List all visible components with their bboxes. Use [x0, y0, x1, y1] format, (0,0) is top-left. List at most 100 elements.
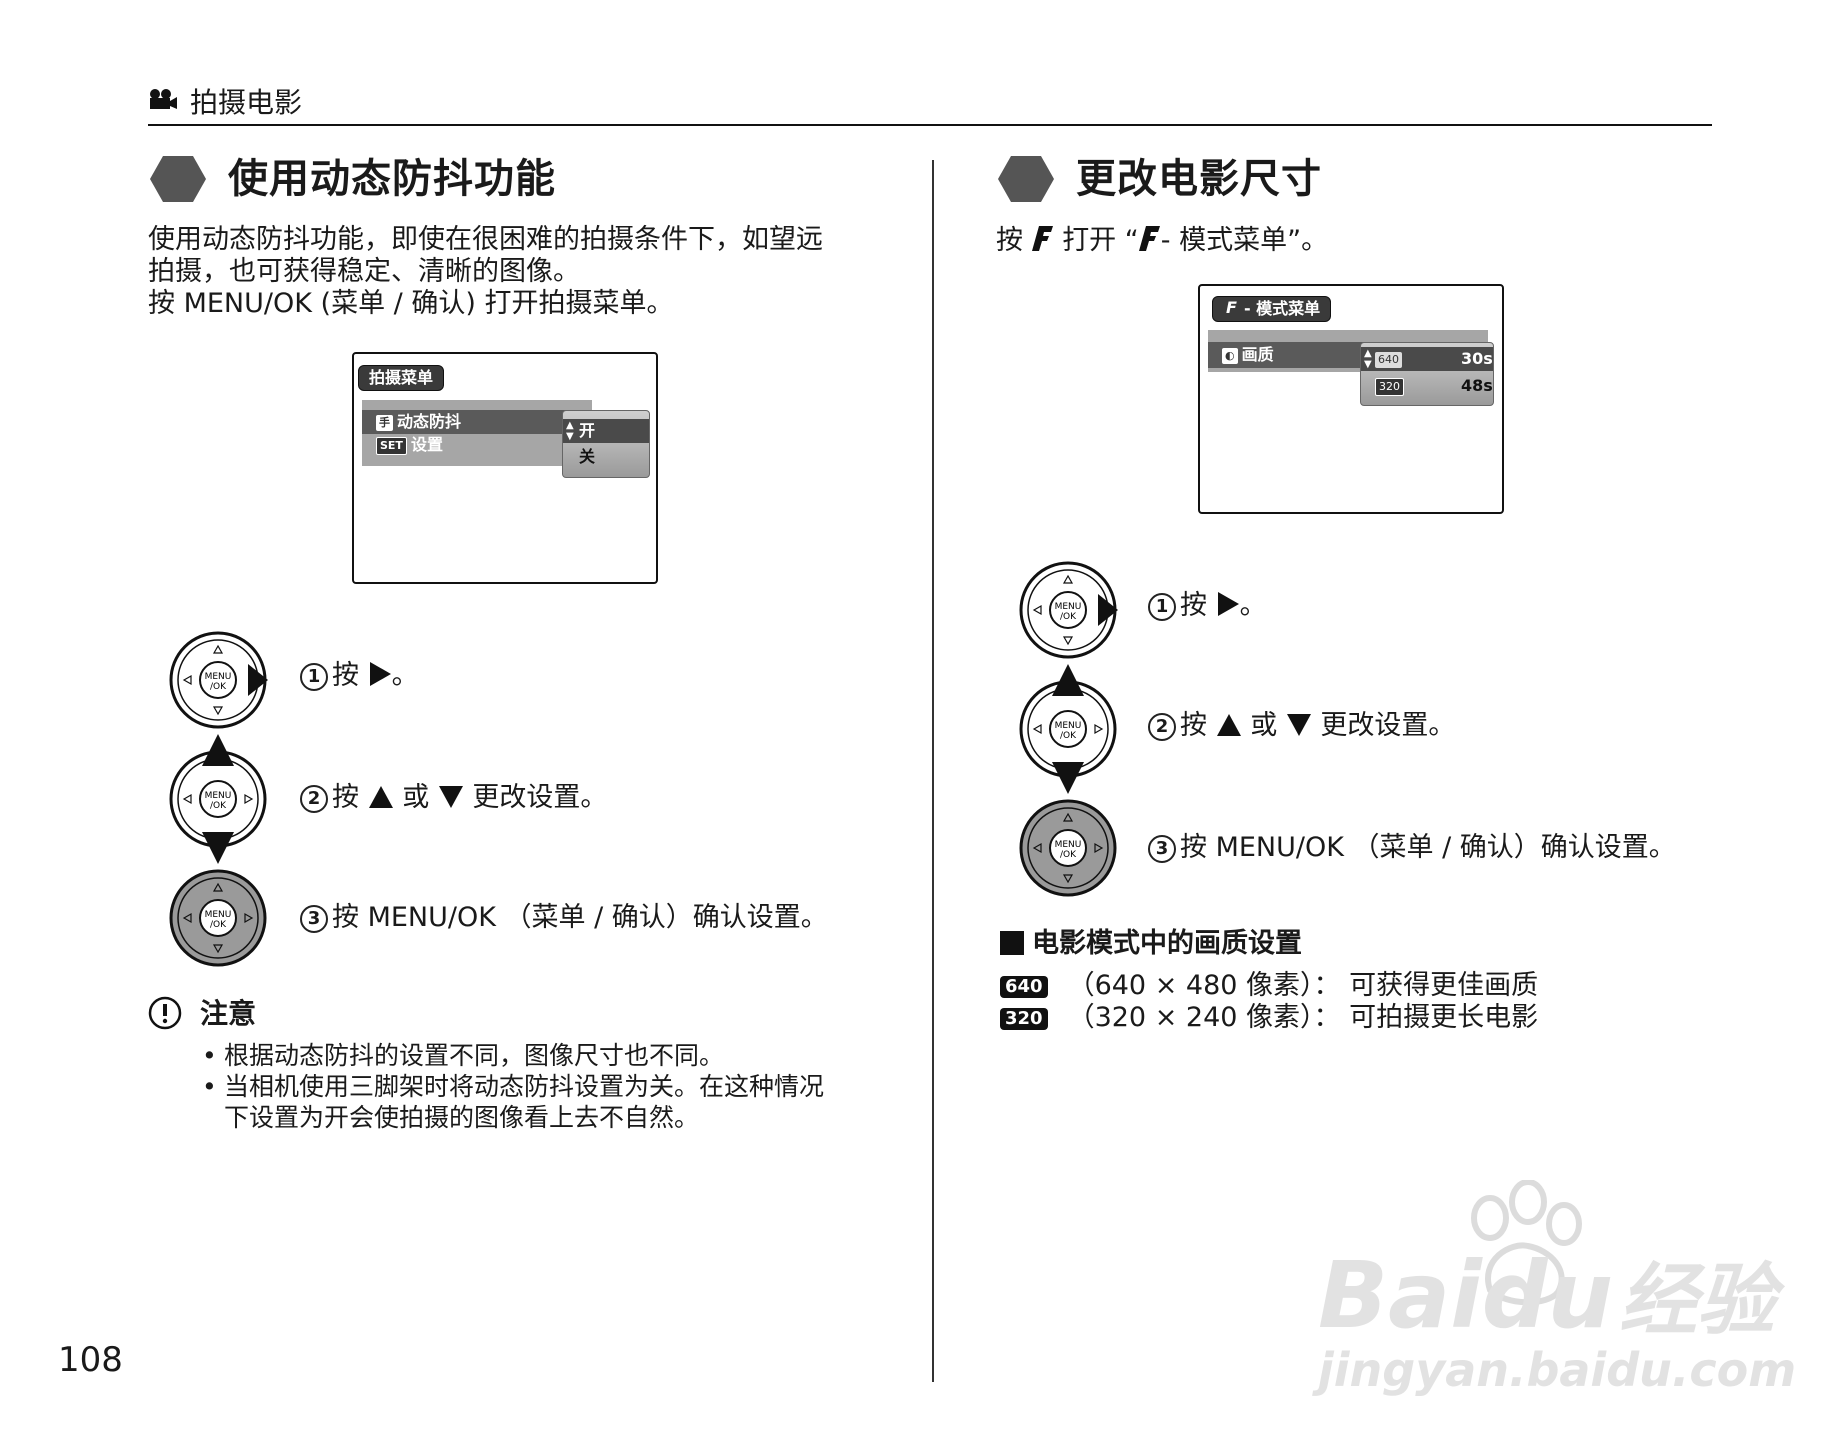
quality-text: （320 × 240 像素）： 可拍摄更长电影	[1067, 1002, 1539, 1033]
dial-label: /OK	[1060, 731, 1077, 741]
watermark-url: jingyan.baidu.com	[1318, 1343, 1797, 1397]
option-640: 640	[1375, 348, 1406, 370]
watermark-brand-text: Baidu	[1318, 1242, 1614, 1349]
header-divider	[148, 124, 1712, 126]
intro-text: 打开 “	[1062, 225, 1139, 256]
tab-label: - 模式菜单	[1243, 299, 1321, 318]
dial-label: /OK	[210, 682, 227, 692]
hand-shake-icon: 手	[376, 415, 393, 431]
quality-text: （640 × 480 像素）： 可获得更佳画质	[1067, 970, 1539, 1001]
step-number: 1	[300, 663, 328, 691]
hexagon-bullet-icon	[998, 156, 1054, 202]
menu-row-label: 设置	[410, 435, 443, 454]
movie-camera-icon	[150, 89, 177, 109]
size-badge: 640	[1375, 352, 1402, 368]
step-text: 按	[1180, 710, 1207, 741]
dial-label: MENU	[205, 910, 232, 920]
f-mode-icon	[1031, 226, 1053, 251]
option-on: 开	[579, 421, 596, 440]
square-bullet-icon	[1000, 931, 1024, 955]
step-text: 按	[332, 782, 359, 813]
f-mode-icon	[1138, 226, 1160, 251]
step-text: 按	[332, 660, 359, 691]
watermark-brand: Baidu经验	[1318, 1248, 1775, 1349]
dial-label: MENU	[205, 672, 232, 682]
intro-line: 按 MENU/OK (菜单 / 确认) 打开拍摄菜单。	[148, 288, 674, 319]
f-mode-menu-screen: F - 模式菜单 ◐画质 ▲▼ 640 30s 320 48s	[1198, 284, 1504, 514]
up-down-arrows-icon: ▲▼	[566, 420, 574, 442]
column-divider	[932, 160, 934, 1382]
right-intro: 按 打开 “- 模式菜单”。	[996, 224, 1328, 257]
f-icon: F	[1226, 298, 1237, 317]
up-down-arrows-icon: ▲▼	[1364, 348, 1372, 370]
note-list: 根据动态防抖的设置不同，图像尺寸也不同。 当相机使用三脚架时将动态防抖设置为关。…	[196, 1040, 896, 1133]
size-badge: 320	[1000, 1008, 1048, 1030]
quality-item-320: 320 （320 × 240 像素）： 可拍摄更长电影	[1000, 1002, 1538, 1033]
option-time: 30s	[1461, 349, 1493, 368]
dial-label: /OK	[1060, 850, 1077, 860]
right-section-title: 更改电影尺寸	[1076, 156, 1322, 202]
quality-icon: ◐	[1222, 348, 1238, 364]
dial-label: /OK	[210, 920, 227, 930]
up-arrow-icon	[368, 786, 393, 808]
step-number: 3	[1148, 835, 1176, 863]
note-text: 下设置为开会使拍摄的图像看上去不自然。	[224, 1103, 700, 1132]
watermark-product-text: 经验	[1619, 1256, 1776, 1346]
option-off: 关	[579, 447, 596, 466]
left-intro: 使用动态防抖功能，即使在很困难的拍摄条件下，如望远 拍摄，也可获得稳定、清晰的图…	[148, 224, 888, 320]
up-arrow-icon	[1216, 714, 1241, 736]
note-text: 当相机使用三脚架时将动态防抖设置为关。在这种情况	[224, 1072, 825, 1101]
menu-row-label: 动态防抖	[397, 412, 462, 431]
step-number: 2	[1148, 713, 1176, 741]
step-text: 或	[1250, 710, 1278, 741]
down-arrow-icon	[1286, 714, 1311, 736]
dial-label: MENU	[1055, 721, 1082, 731]
intro-text: 按	[996, 225, 1023, 256]
menu-row-stabilizer: 手动态防抖	[376, 411, 461, 433]
menu-row-quality: ◐画质	[1222, 344, 1274, 366]
note-item: 根据动态防抖的设置不同，图像尺寸也不同。	[196, 1040, 896, 1071]
menu-highlight	[362, 410, 592, 434]
option-time: 48s	[1461, 376, 1493, 395]
screen-tab: 拍摄菜单	[358, 365, 445, 391]
screen-tab: F - 模式菜单	[1212, 296, 1332, 322]
section-header: 拍摄电影	[190, 86, 303, 119]
note-title: 注意	[200, 997, 257, 1030]
step-text: 。	[391, 660, 419, 691]
step-number: 1	[1148, 593, 1176, 621]
right-arrow-icon	[369, 662, 391, 686]
step-text: 更改设置。	[472, 782, 608, 813]
page-number: 108	[58, 1340, 123, 1380]
step-number: 3	[300, 905, 328, 933]
step-text: 。	[1239, 590, 1267, 621]
dial-press-icon: MENU /OK	[1019, 799, 1117, 897]
dial-press-icon: MENU /OK	[169, 869, 267, 967]
down-arrow-icon	[438, 786, 463, 808]
step-text: 按 MENU/OK （菜单 / 确认）确认设置。	[332, 902, 828, 933]
dial-label: /OK	[1060, 612, 1077, 622]
menu-row-label: 画质	[1241, 345, 1274, 364]
left-section-title: 使用动态防抖功能	[228, 156, 556, 202]
size-badge: 640	[1000, 976, 1048, 998]
caution-icon	[148, 996, 182, 1030]
option-highlight	[563, 419, 649, 443]
option-popup: ▲▼ 640 30s 320 48s	[1360, 342, 1494, 406]
quality-item-640: 640 （640 × 480 像素）： 可获得更佳画质	[1000, 970, 1538, 1001]
hexagon-bullet-icon	[150, 156, 206, 202]
dial-label: MENU	[1055, 602, 1082, 612]
step-text: 按 MENU/OK （菜单 / 确认）确认设置。	[1180, 832, 1676, 863]
dial-label: /OK	[210, 801, 227, 811]
option-320: 320	[1375, 375, 1408, 397]
option-popup: ▲▼ 开 关	[562, 410, 650, 478]
step-text: 更改设置。	[1320, 710, 1456, 741]
set-icon: SET	[376, 437, 407, 455]
step-text: 或	[402, 782, 430, 813]
note-item: 当相机使用三脚架时将动态防抖设置为关。在这种情况下设置为开会使拍摄的图像看上去不…	[196, 1071, 896, 1133]
